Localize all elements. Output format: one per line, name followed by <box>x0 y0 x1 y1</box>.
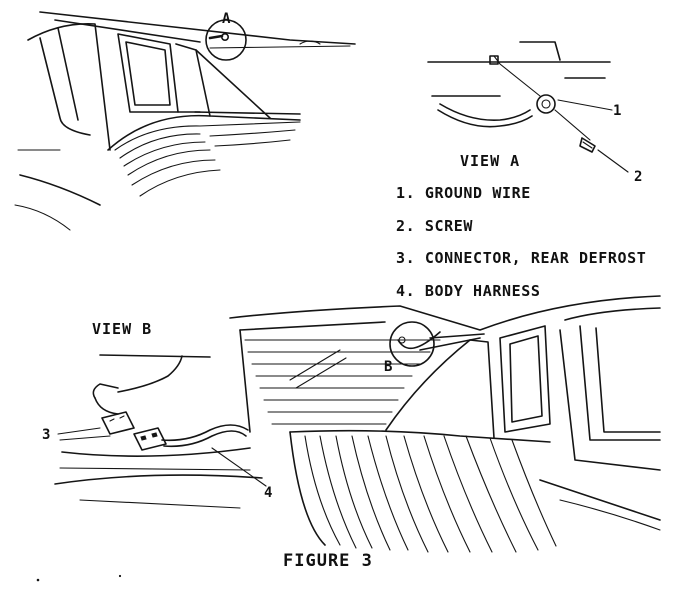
callout-letter-b: B <box>384 359 393 375</box>
legend-item-text: SCREW <box>424 217 474 235</box>
print-specks <box>36 574 122 582</box>
legend-item-1: 1. GROUND WIRE <box>396 186 531 201</box>
figure-caption: FIGURE 3 <box>283 551 373 571</box>
top-left-interior-drawing <box>14 11 356 231</box>
legend-item-number: 1. <box>396 184 416 202</box>
view-b-detail-drawing <box>54 354 267 509</box>
callout-3: 3 <box>42 427 51 443</box>
callout-1: 1 <box>613 103 622 119</box>
legend-item-text: GROUND WIRE <box>424 184 531 202</box>
legend-item-text: CONNECTOR, REAR DEFROST <box>424 249 647 267</box>
callout-4: 4 <box>264 485 273 501</box>
callout-letter-a: A <box>222 11 231 27</box>
legend-item-number: 4. <box>396 282 416 300</box>
legend-item-number: 2. <box>396 217 416 235</box>
legend-item-2: 2. SCREW <box>396 219 473 234</box>
legend-item-4: 4. BODY HARNESS <box>396 284 540 299</box>
view-a-detail-drawing <box>427 41 629 173</box>
view-b-title: VIEW B <box>92 320 153 338</box>
bottom-right-interior-drawing <box>229 295 661 553</box>
view-a-title: VIEW A <box>460 152 521 170</box>
callout-2: 2 <box>634 169 643 185</box>
legend-item-text: BODY HARNESS <box>424 282 541 300</box>
legend-item-number: 3. <box>396 249 416 267</box>
legend-item-3: 3. CONNECTOR, REAR DEFROST <box>396 251 646 266</box>
